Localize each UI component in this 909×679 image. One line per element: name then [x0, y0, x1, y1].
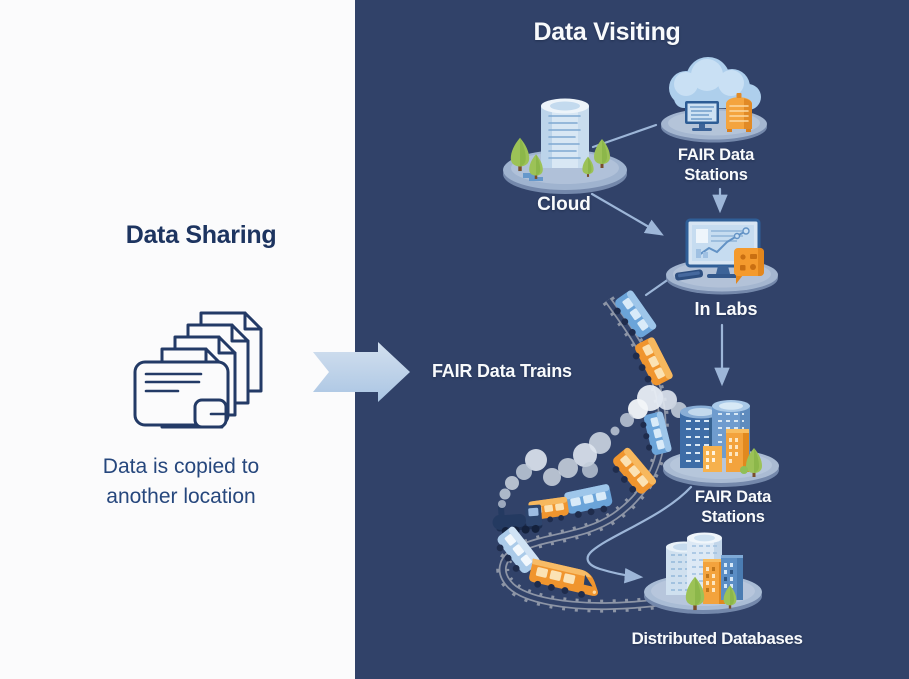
- document-stack-icon: [133, 311, 263, 429]
- data-sharing-caption: Data is copied to another location: [103, 452, 259, 512]
- blue-building: [721, 555, 743, 600]
- document-card: [133, 360, 230, 429]
- train-car-orange: [606, 446, 658, 500]
- connector-cloud-to-inlabs: [590, 192, 664, 236]
- puddle: [523, 173, 543, 181]
- orange-building-tall: [726, 429, 749, 472]
- city-databases-icon: [644, 532, 762, 614]
- keyboard-icon: [674, 269, 704, 281]
- train-car-blue: [638, 410, 673, 458]
- caption-line-2: another location: [106, 485, 256, 508]
- connector-stations-to-databases: [586, 485, 693, 584]
- cloud-station-icon: [661, 57, 767, 143]
- data-visiting-title: Data Visiting: [533, 18, 681, 46]
- orange-building-small: [703, 446, 722, 472]
- block-arrow-right-icon: [313, 342, 410, 402]
- fds-mid-line-1: FAIR Data: [694, 488, 772, 506]
- cloud-label: Cloud: [537, 194, 591, 215]
- data-station-icon: [663, 400, 779, 487]
- fds-top-line-1: FAIR Data: [677, 146, 755, 164]
- caption-line-1: Data is copied to: [102, 455, 260, 478]
- fair-data-stations-mid-label: FAIR Data Stations: [695, 488, 771, 527]
- lab-workstation-icon: [666, 218, 778, 295]
- orange-data-bubble: [734, 248, 764, 284]
- server-tower: [541, 98, 589, 168]
- bush-icon: [740, 466, 748, 474]
- fair-data-trains-label: FAIR Data Trains: [432, 361, 572, 381]
- data-sharing-title: Data Sharing: [125, 221, 277, 249]
- in-labs-label: In Labs: [694, 299, 758, 319]
- cloud-server-icon: [503, 98, 627, 194]
- distributed-databases-label: Distributed Databases: [631, 629, 803, 648]
- station-monitor: [685, 101, 719, 131]
- fds-top-line-2: Stations: [684, 165, 748, 184]
- station-cabinet: [726, 93, 752, 132]
- fair-data-stations-top-label: FAIR Data Stations: [678, 146, 754, 185]
- fds-mid-line-2: Stations: [701, 507, 765, 526]
